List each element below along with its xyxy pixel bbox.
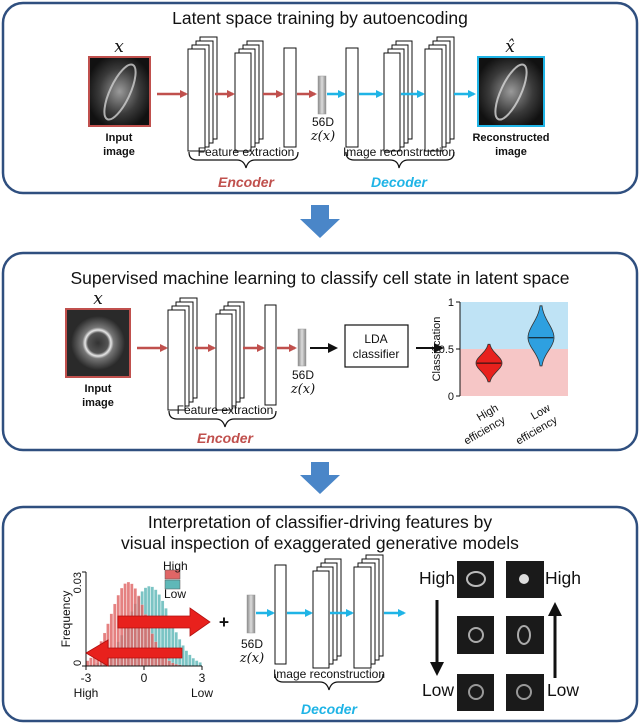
panel1-encoder-label: Encoder [218,174,276,190]
down-arrow-icon [430,600,444,676]
grid-label-right-top: High [545,568,581,588]
hist-x-end-label-right: Low [191,686,213,700]
gen-image-mid-right [506,616,544,654]
panel2-input-label-1: Input [85,383,112,395]
hist-x-end-label-left: High [74,686,99,700]
legend-label-low: Low [164,587,186,601]
hist-bar-high [167,660,171,667]
panel1-decoder-brace [345,151,455,169]
panel2-latent-vector [297,328,307,367]
lda-classifier-label-2: classifier [353,347,400,361]
panel1-decoder-layers [345,36,455,152]
panel2-encoder-layers [167,297,277,411]
flow-arrow-1 [300,205,340,238]
legend-label-high: High [163,559,188,573]
panel3-image-reconstruction: Image reconstruction [273,667,385,681]
panel1-latent-symbol: z(x) [310,129,335,144]
right-exaggeration-arrow [117,607,211,637]
panel2-latent-symbol: z(x) [290,382,315,397]
panel1-input-label-2: image [103,146,135,158]
panel1-output-symbol: x̂ [505,37,515,57]
violin-y-tick-label: 0 [448,391,454,403]
up-arrow-icon [548,602,562,678]
lda-classifier-box [344,324,409,368]
gen-cell-low-right [516,684,532,700]
grid-label-left-top: High [419,568,455,588]
hist-bar-low [195,660,199,667]
hist-bar-high [89,657,93,667]
panel1-decoder-label: Decoder [371,174,429,190]
panel3-title-line2: visual inspection of exaggerated generat… [121,533,519,553]
generated-image-grid [457,561,544,711]
panel1-feature-extraction: Feature extraction [198,145,295,159]
violin-low [527,305,555,367]
panel3-latent-symbol: z(x) [239,651,264,666]
panel2-input-label-2: image [82,397,114,409]
lda-classifier-label-1: LDA [364,332,387,346]
gen-cell-mid-right [517,625,531,645]
legend-swatch-high [164,569,181,580]
hist-bar-low [184,650,189,667]
panel1-output-image [477,56,545,127]
panel3-latent-dim: 56D [241,637,263,651]
gen-cell-mid-left [468,627,484,643]
hist-bar-high [147,624,151,667]
panel2-input-cell [71,316,125,370]
panel1-input-symbol: x [114,37,124,57]
gen-image-high-left [457,561,494,598]
panel2-encoder-brace [168,410,277,428]
gen-cell-high-right [519,574,529,584]
panel1-input-image [88,56,151,127]
panel2-feature-extraction: Feature extraction [177,403,274,417]
plus-sign: + [219,612,229,632]
panel1-image-reconstruction: Image reconstruction [343,145,455,159]
panel3-decoder-brace [274,673,384,691]
violin-bg-high [460,349,568,396]
panel1-latent-vector [317,75,327,115]
hist-bar-low [188,654,192,667]
hist-x-tick-label: 0 [141,671,148,685]
gen-cell-low-left [468,684,484,700]
legend-swatch-low [164,579,181,590]
panel3-decoder-label: Decoder [301,701,359,717]
panel2-latent-dim: 56D [292,368,314,382]
panel1-output-label-1: Reconstructed [472,132,549,144]
panel3-title-line1: Interpretation of classifier-driving fea… [148,512,493,532]
panel2-encoder-label: Encoder [197,430,255,446]
grid-label-left-bottom: Low [422,680,454,700]
panel1-input-cell [103,63,137,121]
panel3-latent-vector [246,594,256,634]
gen-image-low-left [457,674,494,711]
hist-x-tick-label: -3 [81,671,92,685]
hist-bar-high [164,657,168,667]
hist-y-label: Frequency [59,591,73,648]
panel2-title: Supervised machine learning to classify … [70,268,569,288]
violin-y-tick-label: 0.5 [439,344,454,356]
hist-bar-low [198,662,202,667]
panel1-encoder-brace [188,151,299,169]
violin-y-label: Classification [431,317,443,382]
panel1-output-label-2: image [495,146,527,158]
hist-bar-low [191,658,195,667]
gen-cell-high-left [466,571,486,587]
violin-y-tick-label: 1 [448,297,454,309]
panel1-title: Latent space training by autoencoding [172,8,468,28]
panel1-input-label-1: Input [106,132,133,144]
panel3-decoder-layers [274,554,384,669]
panel1-latent-dim: 56D [312,115,334,129]
gen-image-low-right [506,674,544,711]
left-exaggeration-arrow [85,639,183,667]
grid-label-right-bottom: Low [547,680,579,700]
hist-x-tick-label: 3 [199,671,206,685]
flow-arrow-2 [300,462,340,494]
panel2-input-symbol: x [93,289,103,309]
panel1-encoder-layers [187,36,297,152]
gen-image-mid-left [457,616,494,654]
hist-y-tick-label: 0.03 [72,572,84,593]
hist-bar-low [171,624,175,667]
panel1-output-cell [494,63,528,121]
hist-y-tick-label: 0 [72,660,84,666]
